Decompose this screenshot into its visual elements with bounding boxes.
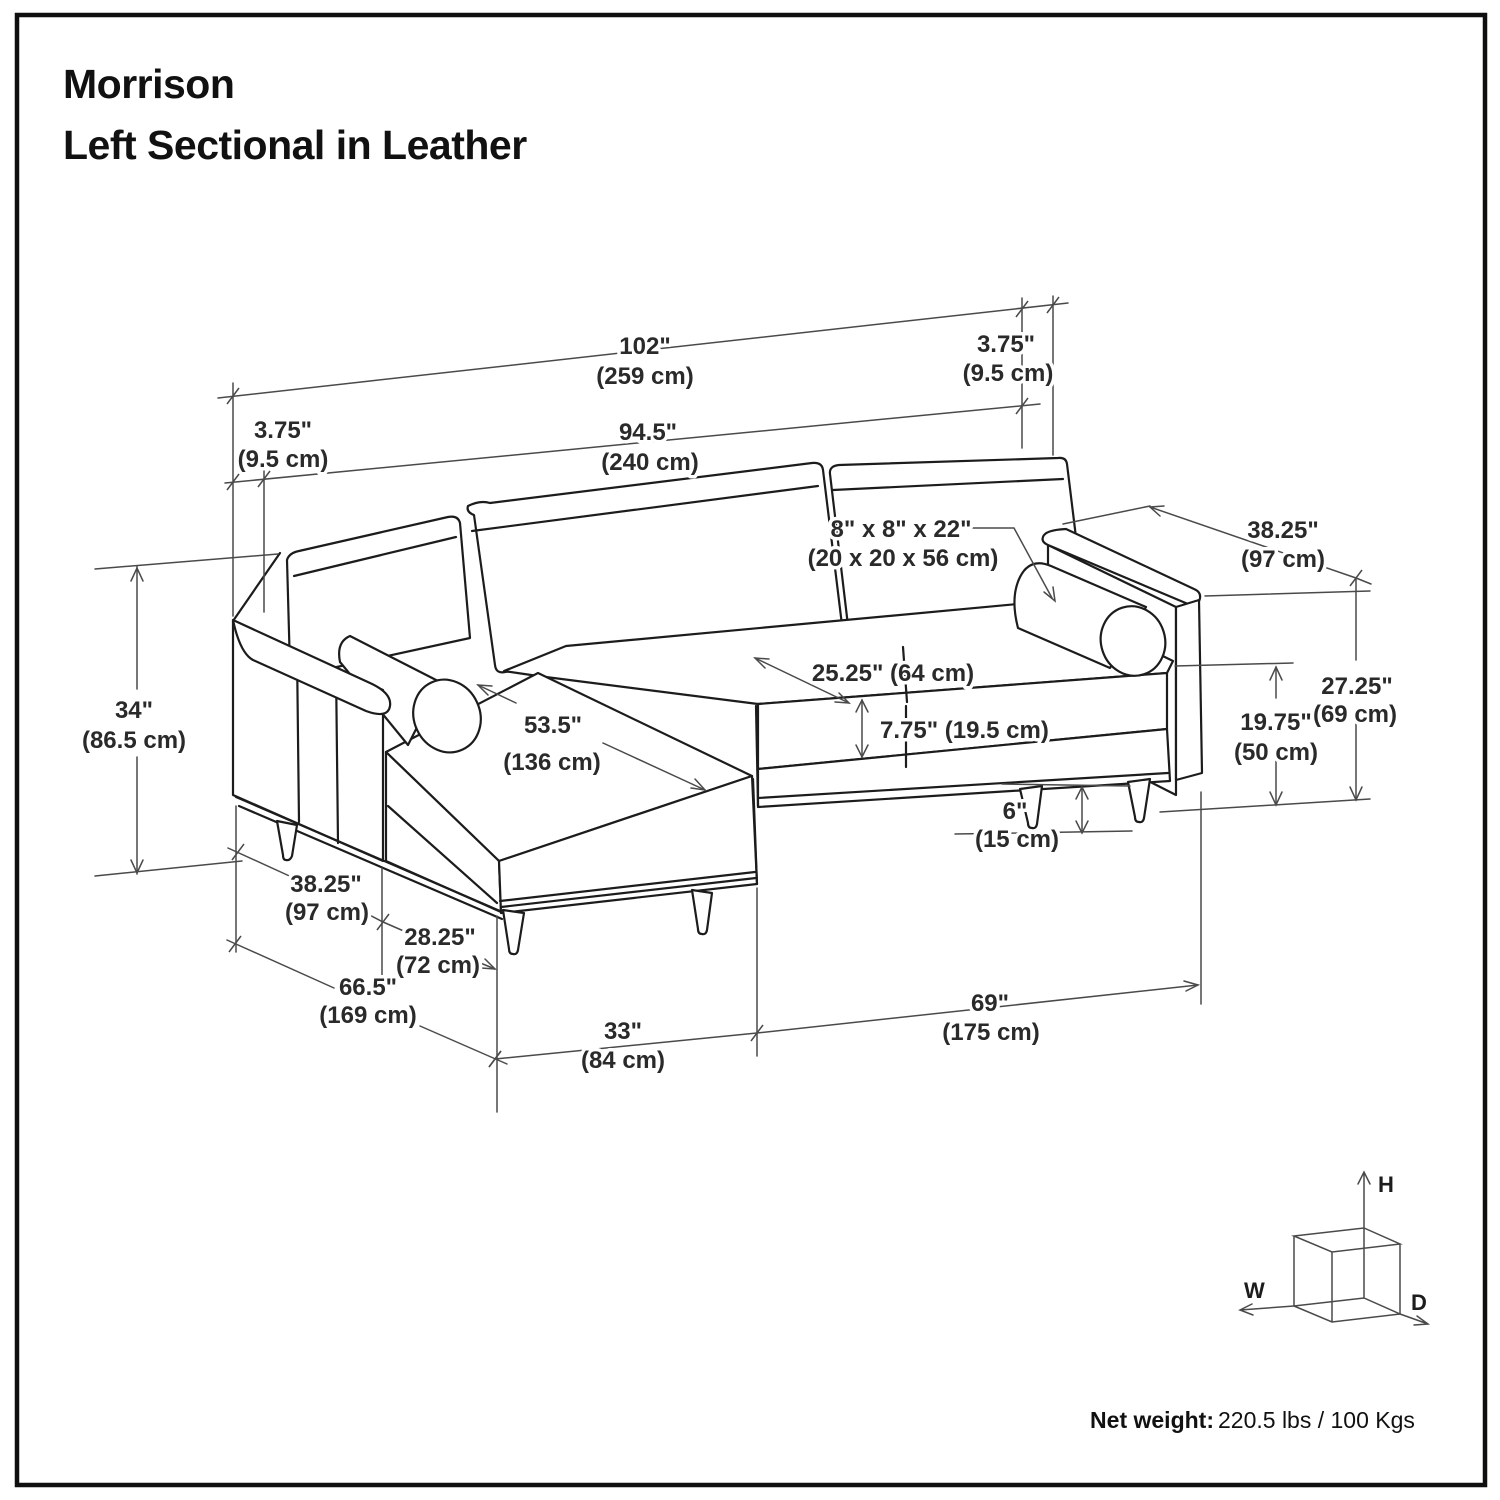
orientation-cube: H W D	[1238, 1170, 1431, 1326]
net-weight-label: Net weight:	[1090, 1407, 1214, 1433]
dim-chaise-extension-cm: (72 cm)	[396, 952, 480, 979]
dim-arm-right-in: 3.75"	[977, 331, 1035, 358]
dim-total-depth-left-in: 66.5"	[339, 974, 397, 1001]
back-frame-left-edge	[231, 551, 282, 623]
dim-seat-width-cm: (175 cm)	[942, 1019, 1039, 1046]
dim-depth-left-cm: (97 cm)	[285, 899, 369, 926]
dim-chaise-width-in: 33"	[604, 1018, 642, 1045]
dim-depth-right-in: 38.25"	[1247, 517, 1318, 544]
left-arm-top-rail	[231, 618, 392, 716]
leg-back-left	[275, 819, 299, 862]
dimension-annotations: 102" (259 cm) 3.75" (9.5 cm) 94.5" (240 …	[78, 295, 1401, 1113]
chaise-left-seam	[386, 804, 499, 905]
leg-chaise-front-left	[501, 908, 526, 956]
dim-seat-height-cm: (50 cm)	[1234, 739, 1318, 766]
dim-chaise-width: 33" (84 cm)	[488, 1015, 764, 1078]
dim-depth-right-cm: (97 cm)	[1241, 546, 1325, 573]
sofa-illustration	[231, 456, 1204, 956]
dim-back-height-cm: (86.5 cm)	[82, 727, 186, 754]
dim-overall-width: 102" (259 cm)	[217, 296, 1069, 405]
leg-chaise-front-right	[690, 888, 714, 936]
dim-chaise-extension: 28.25" (72 cm)	[382, 921, 497, 983]
width-axis-arrow	[1238, 1303, 1295, 1316]
dim-overall-width-in: 102"	[619, 333, 670, 360]
dim-cushion-thickness-label: 7.75" (19.5 cm)	[880, 717, 1049, 744]
dim-arm-height: 27.25" (69 cm)	[1309, 577, 1401, 802]
back-cushion-left-roll	[292, 535, 458, 578]
chaise-front-rim-lines	[498, 870, 758, 909]
extension-lines-bottom	[235, 791, 1202, 1113]
dim-chaise-length: 53.5" (136 cm)	[476, 684, 707, 792]
extension-lines-left	[94, 553, 279, 877]
dim-depth-left: 38.25" (97 cm)	[227, 843, 390, 931]
dim-chaise-length-cm: (136 cm)	[503, 749, 600, 776]
net-weight-value: 220.5 lbs / 100 Kgs	[1218, 1407, 1415, 1433]
seat-base-rim-line	[756, 771, 1170, 800]
leg-seat-front	[1018, 784, 1044, 830]
dim-depth-left-in: 38.25"	[290, 871, 361, 898]
dim-seat-height: 19.75" (50 cm)	[1230, 665, 1322, 807]
dim-inner-width: 94.5" (240 cm)	[224, 397, 1041, 491]
dim-bolster-cm: (20 x 20 x 56 cm)	[808, 545, 999, 572]
chaise-right-corner-edge	[751, 777, 759, 886]
dim-seat-height-in: 19.75"	[1240, 709, 1311, 736]
dim-chaise-length-in: 53.5"	[524, 712, 582, 739]
dim-bolster: 8" x 8" x 22" (20 x 20 x 56 cm)	[804, 513, 1057, 603]
dim-arm-right-cm: (9.5 cm)	[963, 360, 1054, 387]
dim-inner-width-in: 94.5"	[619, 419, 677, 446]
height-axis-label: H	[1378, 1172, 1394, 1197]
product-name: Morrison	[63, 61, 234, 107]
dim-arm-height-cm: (69 cm)	[1313, 701, 1397, 728]
extension-lines-top	[232, 295, 1054, 617]
dim-arm-right: 3.75" (9.5 cm)	[959, 328, 1057, 391]
dim-chaise-width-cm: (84 cm)	[581, 1047, 665, 1074]
seat-left-corner-edge	[754, 704, 760, 808]
bolster-pillow-left-cap	[412, 678, 482, 754]
dim-seat-depth: 25.25" (64 cm)	[753, 657, 978, 704]
depth-axis-label: D	[1411, 1290, 1427, 1315]
dim-overall-width-cm: (259 cm)	[596, 363, 693, 390]
depth-axis-arrow	[1399, 1313, 1431, 1326]
leg-right-arm-front	[1126, 777, 1152, 824]
dim-back-height-in: 34"	[115, 697, 153, 724]
dim-leg-height: 6" (15 cm)	[971, 785, 1089, 857]
seat-cushion-divider-seam	[901, 645, 909, 769]
right-arm-front-face	[1174, 598, 1204, 782]
dim-seat-width-in: 69"	[971, 990, 1009, 1017]
dim-leg-height-cm: (15 cm)	[975, 826, 1059, 853]
back-cushion-middle-roll	[470, 484, 820, 533]
page-border	[14, 12, 1488, 1488]
height-axis-arrow	[1357, 1170, 1371, 1229]
back-cushion-middle	[466, 461, 844, 674]
extension-lines-leg	[954, 783, 1133, 835]
width-axis-label: W	[1244, 1278, 1265, 1303]
product-variant: Left Sectional in Leather	[63, 122, 527, 168]
extension-lines-right	[1159, 590, 1371, 813]
dim-arm-height-in: 27.25"	[1321, 673, 1392, 700]
dim-back-height: 34" (86.5 cm)	[78, 565, 190, 875]
dim-bolster-in: 8" x 8" x 22"	[831, 516, 972, 543]
back-cushion-right-roll	[831, 477, 1065, 492]
dim-leg-height-in: 6"	[1003, 798, 1028, 825]
dim-total-depth-left-cm: (169 cm)	[319, 1002, 416, 1029]
dim-seat-depth-label: 25.25" (64 cm)	[812, 660, 974, 687]
dim-arm-left-cm: (9.5 cm)	[238, 446, 329, 473]
dim-arm-left-in: 3.75"	[254, 417, 312, 444]
dim-inner-width-cm: (240 cm)	[601, 449, 698, 476]
bolster-pillow-right-cap	[1099, 605, 1167, 677]
dim-chaise-extension-in: 28.25"	[404, 924, 475, 951]
dim-depth-right: 38.25" (97 cm)	[1062, 505, 1372, 587]
dim-arm-left: 3.75" (9.5 cm)	[234, 414, 332, 477]
dim-seat-width: 69" (175 cm)	[756, 980, 1201, 1050]
dim-cushion-thickness: 7.75" (19.5 cm)	[855, 698, 1052, 759]
cube-wireframe	[1291, 1227, 1403, 1323]
